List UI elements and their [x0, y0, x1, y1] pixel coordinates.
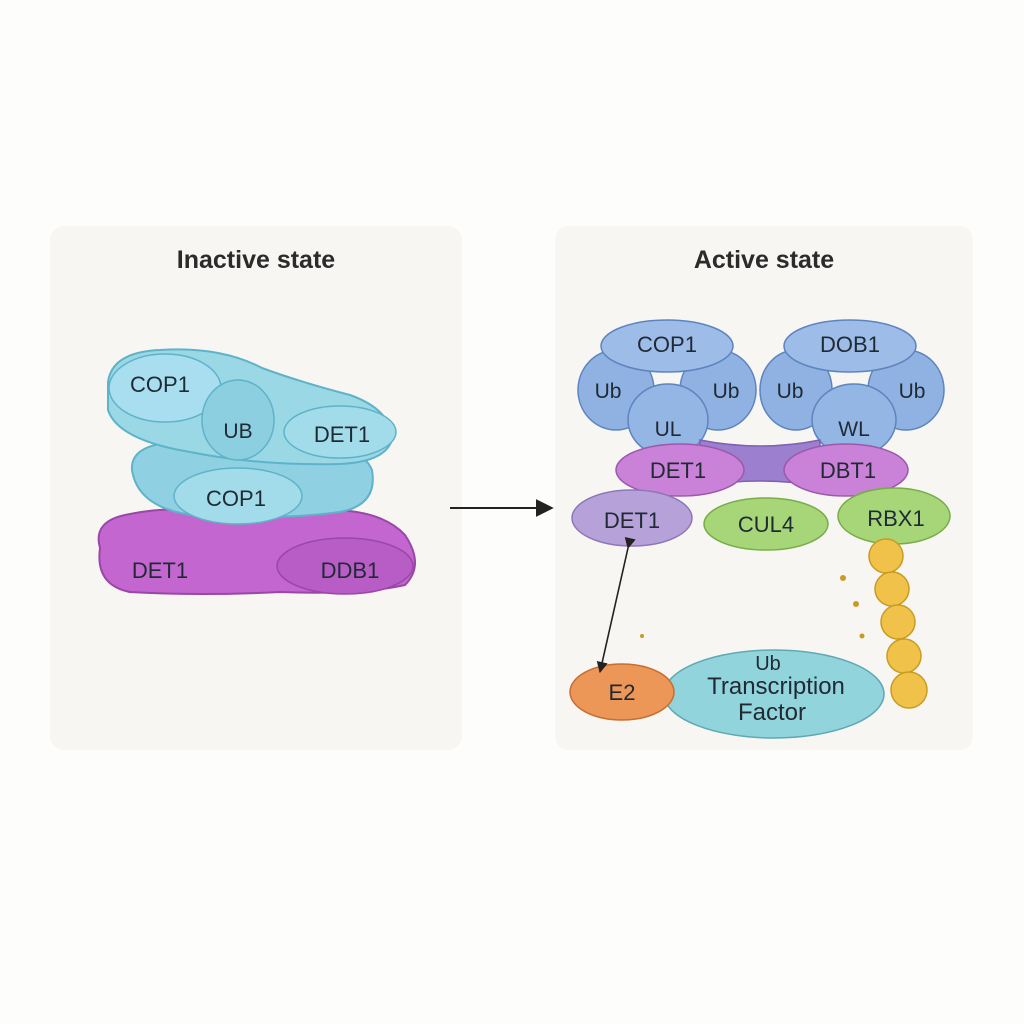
active-state-title: Active state — [693, 246, 835, 274]
ubiquitin-bead-5 — [890, 671, 928, 709]
active-ub-left-a-label: Ub — [595, 380, 622, 403]
active-det1-upper-label: DET1 — [650, 458, 706, 483]
active-tf-ub-label: Ub — [755, 653, 781, 675]
active-complex: COP1 Ub Ub UL DOB1 Ub Ub WL DET1 DBT1 DE… — [569, 319, 951, 739]
speckle-3 — [859, 633, 865, 639]
inactive-ddb1-label: DDB1 — [321, 558, 380, 583]
active-ul-left-label: UL — [655, 418, 682, 441]
inactive-state-title: Inactive state — [176, 246, 336, 274]
inactive-cop1-top-label: COP1 — [130, 372, 190, 397]
active-cop1-label: COP1 — [637, 332, 697, 357]
active-rbx1-label: RBX1 — [867, 506, 924, 531]
speckle-4 — [640, 634, 644, 638]
active-tf-line2-label: Factor — [738, 699, 806, 726]
active-dbt1-label: DBT1 — [820, 458, 876, 483]
ubiquitin-bead-2 — [874, 571, 910, 607]
speckle-1 — [840, 575, 846, 581]
inactive-complex: COP1 UB DET1 COP1 DET1 DDB1 — [97, 348, 416, 595]
inactive-cop1-mid-label: COP1 — [206, 486, 266, 511]
active-e2-label: E2 — [609, 680, 636, 705]
cul4-lobe — [703, 497, 829, 551]
active-ub-right-b-label: Ub — [899, 380, 926, 403]
inactive-det1-right-label: DET1 — [314, 422, 370, 447]
active-det1-lower-label: DET1 — [604, 508, 660, 533]
inactive-det1-bottom-label: DET1 — [132, 558, 188, 583]
cop1-mid-lobe — [173, 467, 303, 525]
active-ub-left-b-label: Ub — [713, 380, 740, 403]
det1-right-lobe — [283, 405, 397, 459]
e2-det1-interaction-arrow — [596, 536, 636, 674]
active-wl-right-label: WL — [838, 418, 870, 441]
inactive-ub-label: UB — [223, 420, 252, 443]
ddb1-lobe — [276, 537, 414, 595]
det1-upper-lobe — [615, 443, 745, 497]
active-cul4-label: CUL4 — [738, 512, 794, 537]
ubiquitin-bead-3 — [880, 604, 916, 640]
active-dob1-label: DOB1 — [820, 332, 880, 357]
dob1-lobe — [783, 319, 917, 373]
ub-lobe — [201, 379, 275, 461]
ubiquitin-bead-1 — [868, 538, 904, 574]
speckle-2 — [853, 601, 859, 607]
active-tf-line1-label: Transcription — [707, 673, 845, 700]
dbt1-lobe — [783, 443, 909, 497]
active-ub-right-a-label: Ub — [777, 380, 804, 403]
cop1-active-lobe — [600, 319, 734, 373]
ubiquitin-bead-4 — [886, 638, 922, 674]
